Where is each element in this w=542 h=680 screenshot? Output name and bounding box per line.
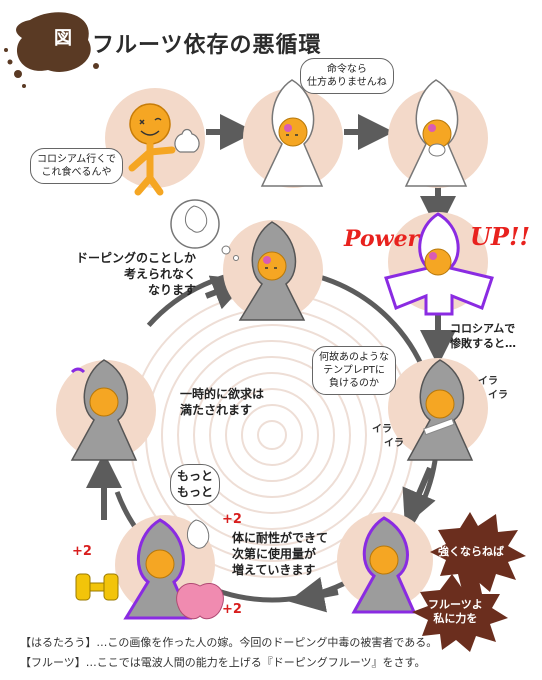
plus-label-1: +2 — [222, 512, 242, 527]
plus-label-2: +2 — [72, 544, 92, 559]
gray-hooded-figure-satisfied-icon — [70, 359, 138, 461]
arrow-cycle-right — [402, 466, 436, 527]
why-lose-bubble: 何故あのような テンプレPTに 負けるのか — [312, 346, 396, 395]
more-bubble: もっと もっと — [170, 464, 221, 506]
footer-line-2: 【フルーツ】…ここでは電波人間の能力を上げる『ドーピングフルーツ』をさす。 — [20, 656, 426, 669]
tolerance-text: 体に耐性ができて 次第に使用量が 増えていきます — [232, 531, 329, 578]
dumbbell-icon — [75, 573, 119, 601]
ira-label-1: イラ — [478, 376, 498, 387]
step2-speech-bubble: 命令なら 仕方ありませんね — [300, 58, 394, 94]
colosseum-lose-text: コロシアムで 惨敗すると… — [450, 322, 516, 350]
thought-bubble-icon — [170, 199, 239, 261]
footer-line-1: 【はるたろう】…この画像を作った人の嫁。今回のドーピング中毒の被害者である。 — [20, 636, 438, 649]
burst-text-1: 強くならねば — [438, 545, 504, 558]
white-garlic-fruit-tolerance-icon — [187, 519, 210, 549]
pink-apple-icon — [176, 583, 224, 620]
burst-text-2: フルーツよ 私に力を — [428, 598, 483, 626]
powered-figure-icon — [384, 212, 494, 316]
gray-hooded-figure-bandaged-icon — [406, 359, 474, 461]
plus-label-3: +2 — [222, 602, 242, 617]
step1-speech-bubble: コロシアム行くで これ食べるんや — [30, 148, 123, 184]
white-hooded-figure-eating-icon — [404, 79, 468, 187]
doping-only-text: ドーピングのことしか 考えられなく なります — [76, 251, 197, 298]
gray-hooded-figure-aura-icon — [123, 518, 193, 620]
arrow-cycle-bottom — [288, 576, 339, 613]
orange-smiley-icon — [128, 103, 176, 196]
white-hooded-figure-icon — [260, 79, 324, 187]
gray-hooded-figure-crying-icon — [351, 516, 417, 614]
ira-label-4: イラ — [384, 438, 404, 449]
up-label: UP!! — [470, 222, 531, 251]
white-garlic-fruit-icon — [174, 128, 200, 153]
power-label: Power — [344, 226, 420, 252]
ira-label-3: イラ — [372, 424, 392, 435]
desire-satisfied-text: 一時的に欲求は 満たされます — [180, 387, 265, 418]
ira-label-2: イラ — [488, 390, 508, 401]
gray-hooded-figure-icon — [238, 221, 306, 321]
page-title: フルーツ依存の悪循環 — [92, 33, 322, 58]
burst-shapes — [412, 512, 526, 652]
figure-badge: 図 — [44, 22, 82, 56]
